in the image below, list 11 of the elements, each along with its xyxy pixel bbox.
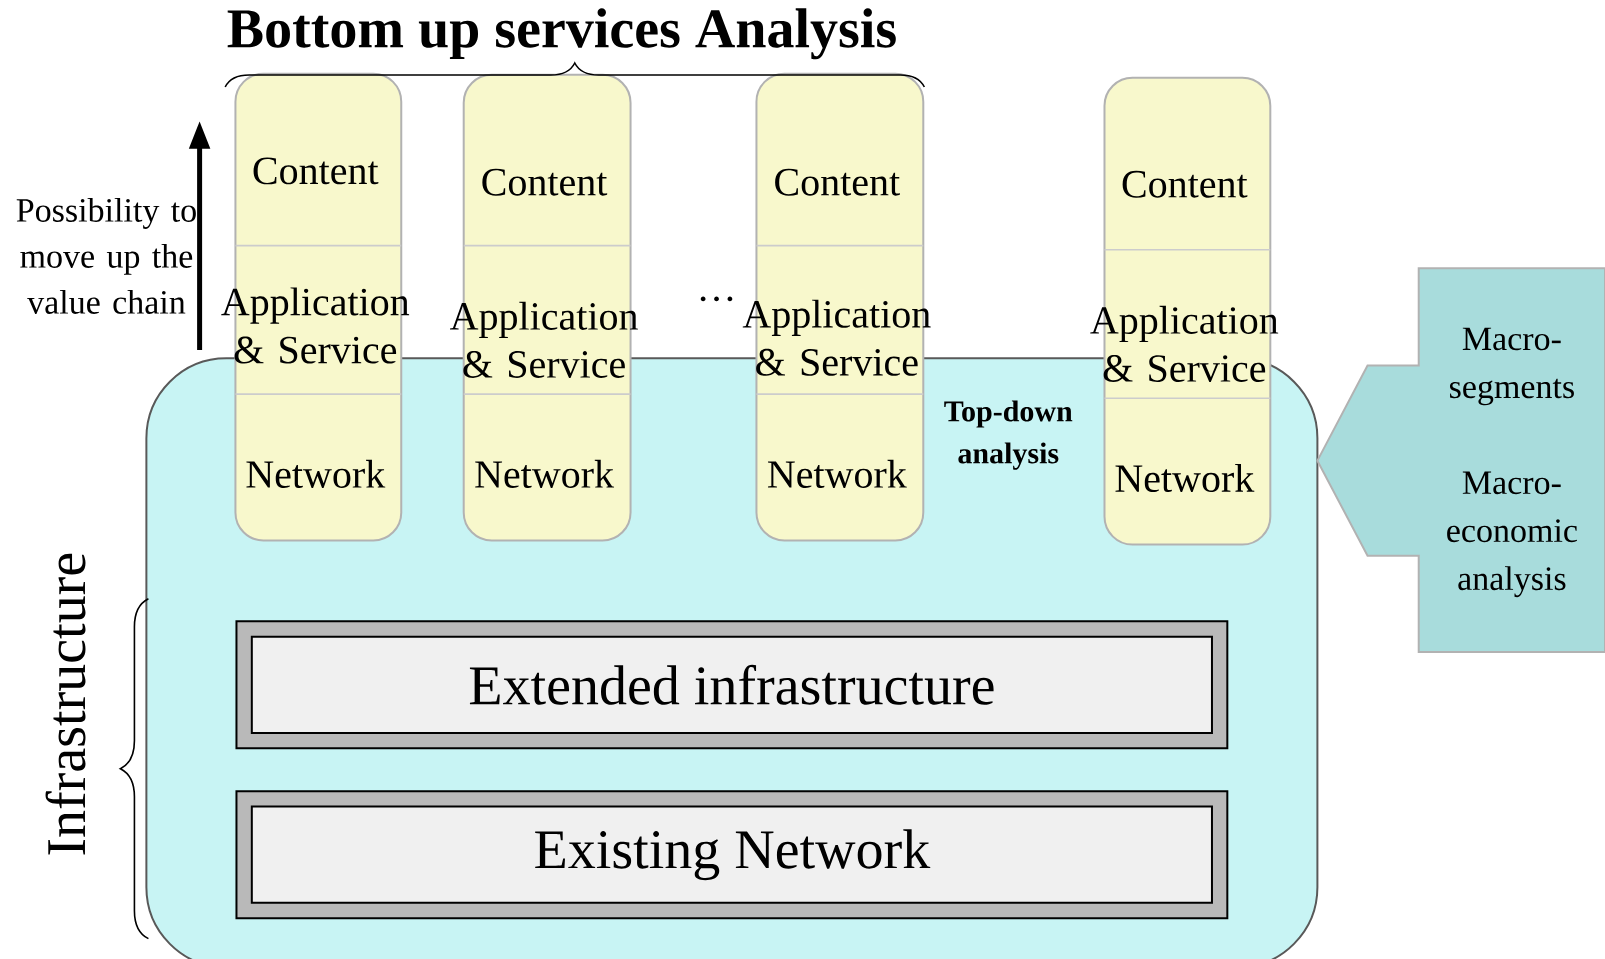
layer-bar: Extended infrastructure (235, 620, 1229, 750)
side-label: Top-down analysis (944, 400, 1073, 470)
layer-column: Content Application & Service Network (221, 72, 410, 542)
ellipsis: … (700, 296, 733, 302)
title: Bottom up services Analysis (227, 8, 896, 60)
side-label: Possibility to move up the value chain (16, 197, 196, 314)
layer-column: Content Application & Service Network (742, 72, 931, 542)
layer-bar: Existing Network (235, 790, 1229, 920)
side-label: Infrastructure (45, 553, 86, 855)
layer-column: Content Application & Service Network (1090, 76, 1279, 546)
layer-column: Content Application & Service Network (450, 73, 638, 542)
